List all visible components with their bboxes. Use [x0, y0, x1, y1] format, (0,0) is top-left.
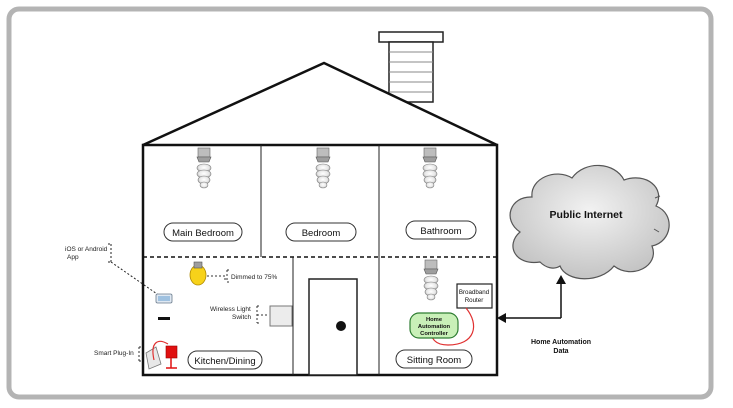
- room-label-main-bedroom: Main Bedroom: [163, 222, 243, 242]
- light-bulb-icon: [422, 147, 438, 189]
- svg-text:Controller: Controller: [420, 331, 448, 337]
- room-label-bathroom: Bathroom: [405, 220, 477, 240]
- switch-label-line2: Switch: [232, 314, 252, 321]
- svg-text:Automation: Automation: [418, 324, 451, 330]
- svg-text:Bedroom: Bedroom: [302, 228, 341, 239]
- home-automation-controller: Home Automation Controller: [409, 312, 459, 339]
- broadband-router: Broadband Router: [456, 283, 493, 309]
- plug-callout-bracket: [138, 346, 142, 362]
- svg-text:Bathroom: Bathroom: [420, 226, 461, 237]
- svg-text:Broadband: Broadband: [459, 289, 490, 296]
- app-label-line1: iOS or Android: [65, 246, 108, 253]
- app-callout-bracket: [108, 243, 161, 297]
- dimmed-bulb-icon: [189, 261, 207, 286]
- small-device-icon: [158, 317, 170, 320]
- lamp-icon: [165, 345, 178, 369]
- dimmed-callout-bracket: [226, 269, 230, 283]
- cloud-icon: [509, 164, 670, 280]
- room-label-sitting-room: Sitting Room: [395, 349, 473, 369]
- plug-cable: [152, 340, 169, 361]
- switch-callout-bracket: [256, 305, 269, 324]
- app-label-line2: App: [67, 254, 79, 261]
- dimmed-label: Dimmed to 75%: [231, 274, 277, 281]
- svg-text:Kitchen/Dining: Kitchen/Dining: [194, 356, 255, 367]
- link-label-line1: Home Automation: [531, 339, 591, 346]
- chimney-icon: [378, 31, 444, 103]
- light-bulb-icon: [196, 147, 212, 189]
- svg-text:Sitting Room: Sitting Room: [407, 355, 461, 366]
- link-label-line2: Data: [553, 348, 568, 355]
- phone-icon: [155, 293, 173, 304]
- room-label-kitchen: Kitchen/Dining: [187, 350, 263, 370]
- svg-text:Home: Home: [426, 317, 443, 323]
- room-label-bedroom: Bedroom: [285, 222, 357, 242]
- svg-text:Main Bedroom: Main Bedroom: [172, 228, 234, 239]
- house-roof: [142, 61, 498, 147]
- light-bulb-icon: [423, 259, 439, 301]
- diagram-frame: [6, 6, 714, 400]
- internet-connection-arrow: [497, 275, 566, 323]
- switch-label-line1: Wireless Light: [210, 306, 251, 313]
- wall-switch-icon: [269, 305, 293, 327]
- light-bulb-icon: [315, 147, 331, 189]
- cloud-label: Public Internet: [550, 209, 623, 221]
- door-icon: [308, 278, 358, 376]
- dimmed-callout-line: [207, 275, 226, 280]
- plug-label: Smart Plug-In: [94, 350, 134, 357]
- svg-text:Router: Router: [465, 297, 484, 304]
